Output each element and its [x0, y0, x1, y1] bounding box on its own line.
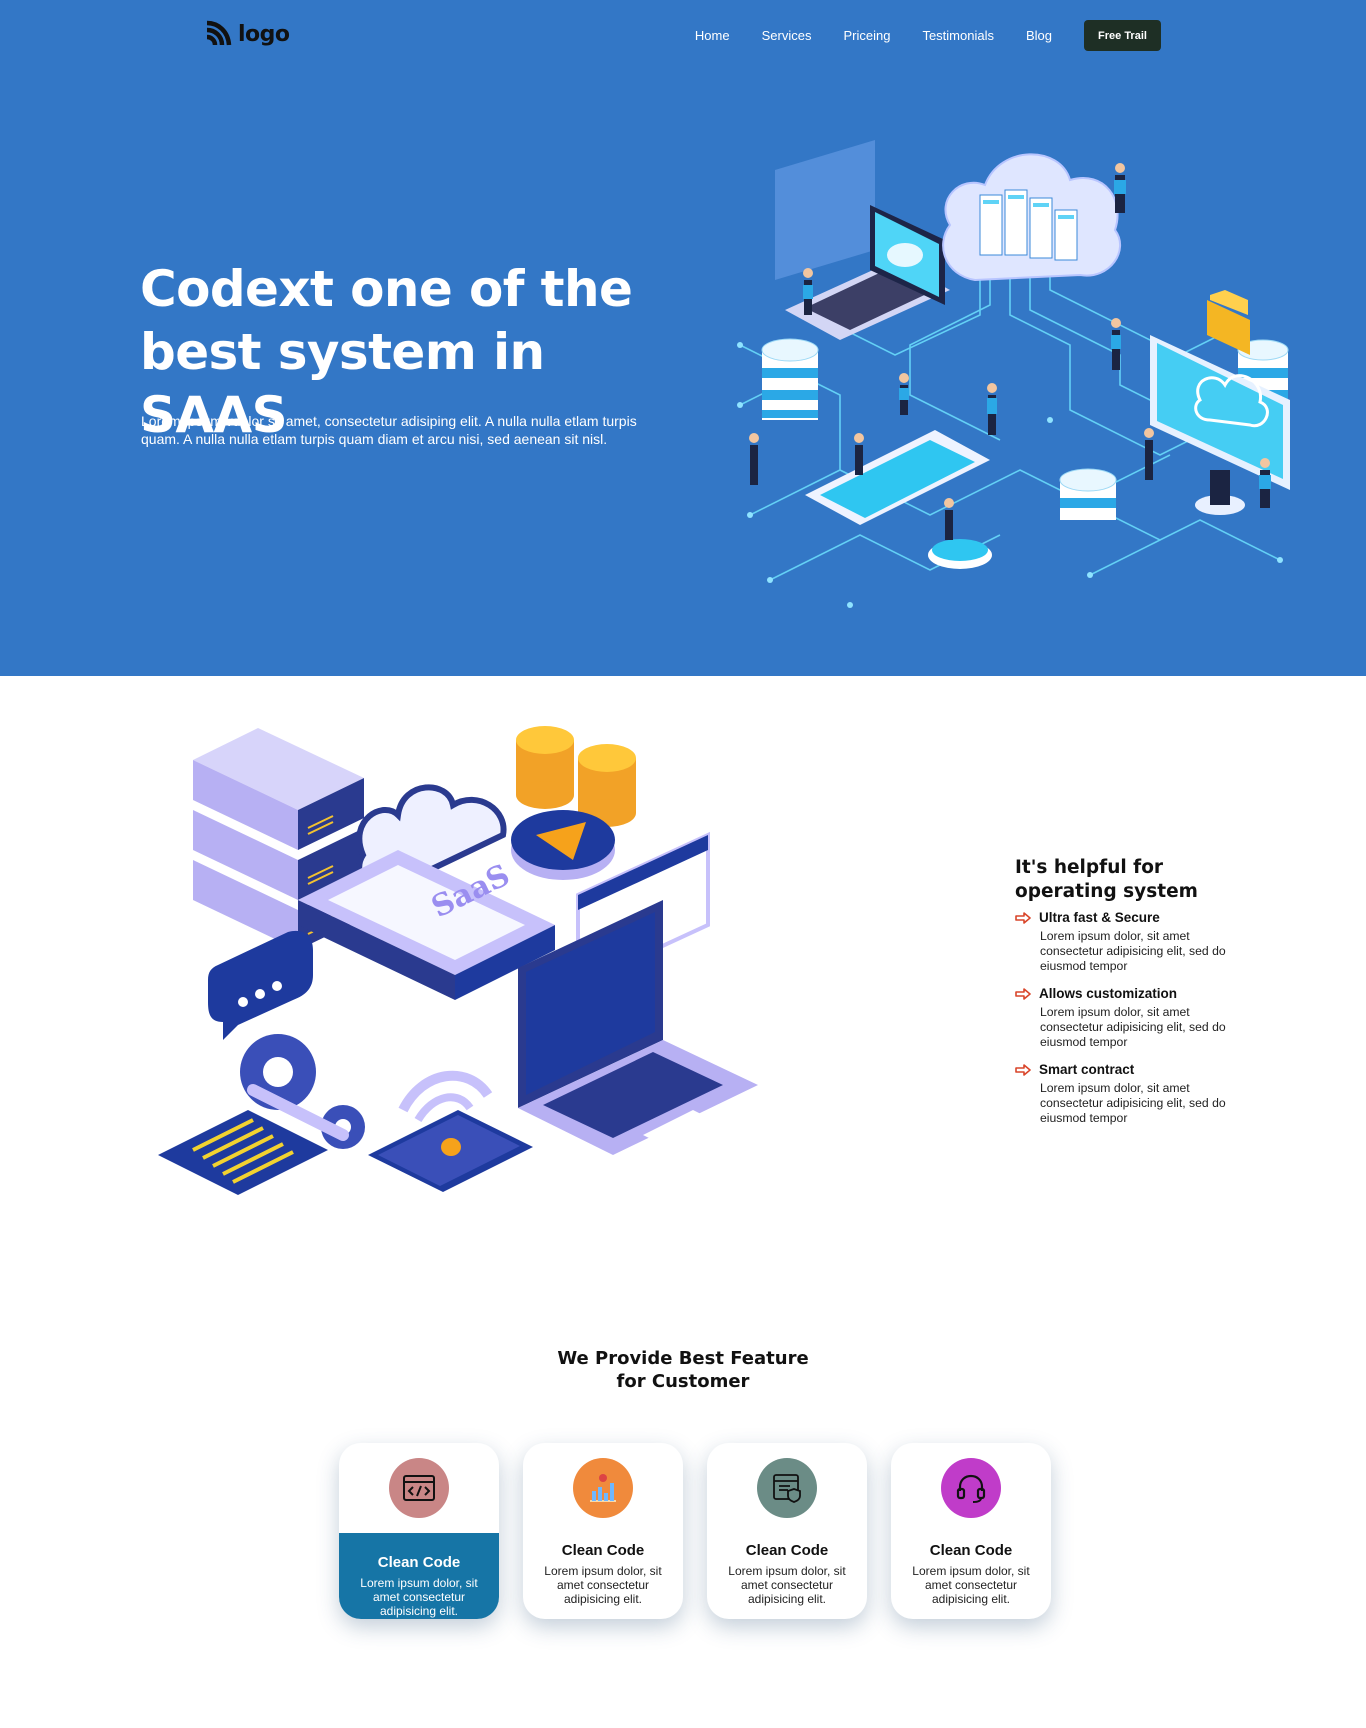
card-text: Lorem ipsum dolor, sit amet consectetur …	[912, 1564, 1030, 1606]
card-icon-circle	[757, 1458, 817, 1518]
feature-item-fast-secure: Ultra fast & Secure Lorem ipsum dolor, s…	[1015, 910, 1255, 974]
arrow-right-icon	[1015, 1063, 1031, 1076]
nav-link-testimonials[interactable]: Testimonials	[922, 28, 994, 43]
arrow-right-icon	[1015, 911, 1031, 924]
services-title: We Provide Best Feature for Customer	[0, 1347, 1366, 1393]
feature-item-title: Smart contract	[1039, 1062, 1135, 1077]
hero-description: Lorem ipsum vdolor sit amet, consectetur…	[141, 413, 637, 447]
feature-item-title: Allows customization	[1039, 986, 1178, 1001]
hero-title-line-1: Codext one of the	[140, 260, 633, 318]
card-title: Clean Code	[561, 1542, 645, 1559]
logo-text: logo	[238, 21, 290, 47]
free-trial-button[interactable]: Free Trail	[1084, 20, 1161, 51]
hero-title: Codext one of the best system in SAAS	[140, 258, 660, 447]
services-title-line-2: for Customer	[616, 1371, 750, 1392]
server-rack-graphic	[193, 728, 364, 950]
feature-item-text: Lorem ipsum dolor, sit amet consectetur …	[1040, 1081, 1226, 1125]
card-text: Lorem ipsum dolor, sit amet consectetur …	[544, 1564, 662, 1606]
nav-link-blog[interactable]: Blog	[1025, 28, 1052, 43]
services-title-line-1: We Provide Best Feature	[557, 1348, 809, 1369]
saas-illustration: SaaS	[158, 726, 758, 1195]
card-title: Clean Code	[745, 1542, 829, 1559]
feature-item-text: Lorem ipsum dolor, sit amet consectetur …	[1040, 1005, 1226, 1049]
people-shirts	[803, 180, 1271, 489]
service-card-3[interactable]: Clean Code Lorem ipsum dolor, sit amet c…	[707, 1443, 867, 1619]
laptop-graphic	[785, 205, 950, 340]
feature-item-title: Ultra fast & Secure	[1039, 910, 1160, 925]
card-highlight-band	[339, 1533, 499, 1619]
logo[interactable]: logo	[204, 19, 290, 49]
play-button-graphic	[511, 810, 615, 880]
headset-support-icon	[956, 1474, 986, 1503]
card-text: Lorem ipsum dolor, sit amet consectetur …	[728, 1564, 846, 1606]
notepad-graphic	[158, 1084, 349, 1195]
round-pad-graphic	[928, 539, 992, 569]
nav-link-pricing[interactable]: Priceing	[843, 28, 891, 43]
service-cards: Clean Code Lorem ipsum dolor, sit amet c…	[339, 1443, 1051, 1619]
feature-item-smart-contract: Smart contract Lorem ipsum dolor, sit am…	[1015, 1062, 1255, 1126]
card-icon-circle	[389, 1458, 449, 1518]
card-icon-circle	[573, 1458, 633, 1518]
card-title: Clean Code	[377, 1554, 461, 1571]
laptop-graphic-2	[518, 900, 758, 1155]
card-text: Lorem ipsum dolor, sit amet consectetur …	[360, 1576, 478, 1618]
card-icon-circle	[941, 1458, 1001, 1518]
phone-platform-graphic	[805, 430, 990, 525]
service-card-2[interactable]: Clean Code Lorem ipsum dolor, sit amet c…	[523, 1443, 683, 1619]
logo-icon	[206, 20, 232, 46]
service-card-4[interactable]: Clean Code Lorem ipsum dolor, sit amet c…	[891, 1443, 1051, 1619]
nav-link-home[interactable]: Home	[694, 28, 730, 43]
hero-title-line-2: best system in SAAS	[140, 323, 545, 444]
cloud-network-illustration	[737, 140, 1290, 608]
feature-list-box: It's helpful for operating system Ultra …	[1015, 856, 1255, 1138]
phone-graphic	[368, 1070, 533, 1192]
main-nav: Home Services Priceing Testimonials Blog…	[695, 20, 1161, 51]
monitor-graphic	[1150, 335, 1290, 515]
database-stack-right	[1059, 468, 1117, 520]
cloud-server-graphic	[942, 153, 1121, 282]
analytics-chart-icon	[590, 1474, 616, 1502]
nav-link-services[interactable]: Services	[761, 28, 812, 43]
database-stack-left	[761, 338, 819, 420]
feature-item-customization: Allows customization Lorem ipsum dolor, …	[1015, 986, 1255, 1050]
secure-document-icon	[773, 1474, 801, 1503]
hero-section: logo Home Services Priceing Testimonials…	[0, 0, 1366, 676]
code-window-icon	[403, 1475, 435, 1501]
card-title: Clean Code	[929, 1542, 1013, 1559]
service-card-1[interactable]: Clean Code Lorem ipsum dolor, sit amet c…	[339, 1443, 499, 1619]
folder-graphic	[1207, 290, 1250, 355]
arrow-right-icon	[1015, 987, 1031, 1000]
feature-item-text: Lorem ipsum dolor, sit amet consectetur …	[1040, 929, 1226, 973]
feature-title: It's helpful for operating system	[1015, 857, 1198, 902]
chat-bubble-graphic	[208, 930, 313, 1040]
floating-panel	[775, 140, 875, 280]
